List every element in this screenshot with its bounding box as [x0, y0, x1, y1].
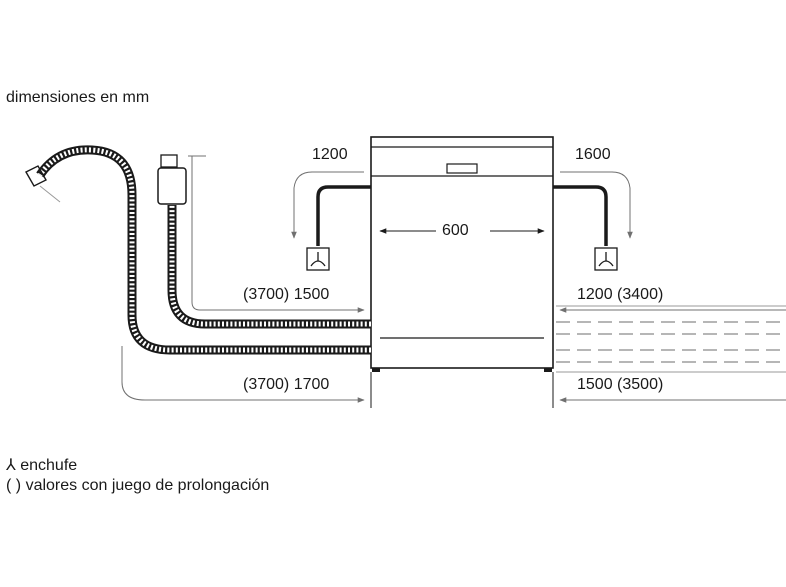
- left-bottom-label: (3700) 1700: [243, 376, 330, 393]
- plug-legend-label: enchufe: [20, 457, 78, 474]
- tap-height-marker: [188, 155, 206, 302]
- dishwasher-icon: [370, 136, 554, 372]
- inlet-reach-line: [191, 301, 365, 313]
- right-bottom-label: 1500 (3500): [577, 376, 664, 393]
- diagram-title: dimensiones en mm: [6, 89, 150, 106]
- drain-reach-line: [121, 346, 365, 403]
- paren-legend-label: valores con juego de prolongación: [25, 477, 270, 494]
- left-mid-label: (3700) 1500: [243, 286, 330, 303]
- hose-icon: [25, 145, 371, 355]
- plug-icon: [306, 247, 330, 271]
- cabinet-dashed-lines: [556, 321, 786, 363]
- plug-legend-icon: ⅄: [6, 457, 16, 474]
- legend-plug: ⅄ enchufe: [6, 455, 77, 475]
- paren-legend-symbol: ( ): [6, 477, 22, 494]
- power-cable-right: [553, 185, 608, 246]
- reach-arc-right: [560, 171, 633, 239]
- left-top-label: 1200: [312, 146, 348, 163]
- legend-paren: ( ) valores con juego de prolongación: [6, 477, 269, 495]
- right-top-label: 1600: [575, 146, 611, 163]
- right-mid-label: 1200 (3400): [577, 286, 664, 303]
- reach-arc-left: [291, 171, 364, 239]
- power-cable-left: [316, 185, 371, 246]
- plug-icon: [594, 247, 618, 271]
- cabinet-solid-lines: [556, 305, 786, 373]
- width-label: 600: [442, 222, 469, 239]
